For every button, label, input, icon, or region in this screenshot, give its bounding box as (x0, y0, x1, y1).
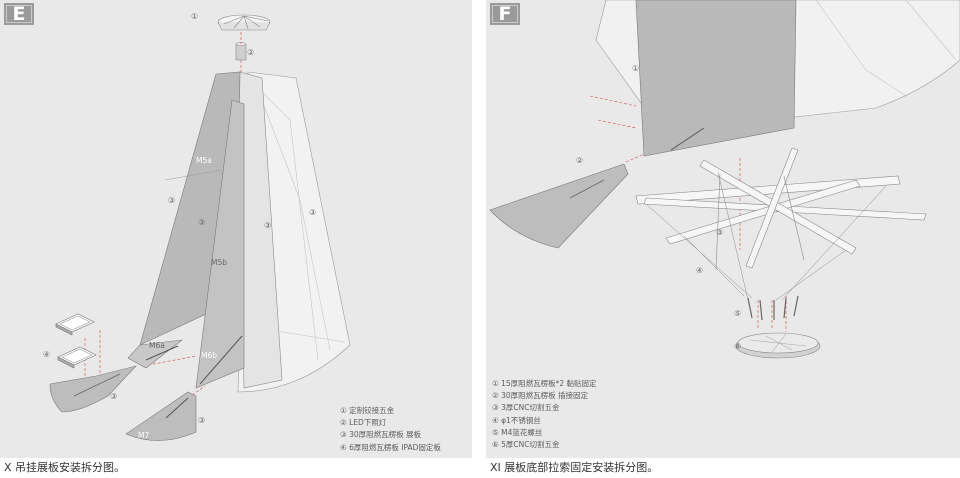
base-cable-diagram (489, 0, 960, 359)
callout-3c: ③ (264, 221, 272, 230)
board-lower-left-fan (49, 365, 137, 413)
callout-4: ④ (43, 350, 51, 359)
board-m6a (127, 339, 184, 369)
callout-2: ② (247, 48, 255, 57)
legend-f-item: ⑥ 5厚CNC切割五金 (492, 439, 560, 449)
panel-e-tag: E (4, 3, 34, 25)
callout-f1: ① (632, 64, 640, 73)
callout-f6: ⑥ (734, 342, 742, 351)
ipad-fixing-plates (55, 313, 97, 369)
label-m6a: M6a (149, 341, 165, 350)
label-m5a: M5a (196, 156, 212, 165)
callout-3f: ③ (198, 416, 206, 425)
label-m5b: M5b (211, 258, 228, 267)
label-m6b: M6b (201, 351, 218, 360)
bottom-cnc-plate (735, 332, 821, 359)
callout-f2: ② (576, 156, 584, 165)
board-15mm (635, 0, 797, 157)
hinge-hardware (217, 14, 271, 31)
legend-e-item: ① 定制铰接五金 (340, 406, 395, 415)
board-m6b (195, 99, 245, 389)
caption-f: XI 展板底部拉索固定安装拆分图。 (490, 461, 659, 474)
legend-e-item: ② LED下照灯 (340, 418, 387, 428)
callout-f4: ④ (696, 266, 704, 275)
legend-f: ① 15厚阻燃瓦楞板*2 黏贴固定 ② 30厚阻燃瓦楞板 插接固定 ③ 3厚CN… (492, 378, 597, 451)
assembly-guides-f (589, 95, 787, 332)
callout-3a: ③ (168, 196, 176, 205)
legend-e: ① 定制铰接五金 ② LED下照灯 ③ 30厚阻燃瓦楞板 展板 ④ 6厚阻燃瓦楞… (340, 405, 441, 454)
cnc-star-frame (635, 147, 927, 271)
caption-e: X 吊挂展板安装拆分图。 (4, 461, 126, 474)
turnbuckles (747, 295, 799, 321)
hanging-exhibition-diagram (49, 14, 351, 441)
legend-f-item: ⑤ M4篮花螺丝 (492, 427, 543, 437)
board-30mm (489, 163, 629, 249)
panel-f: F ① ② ③ ④ ⑤ ⑥ ① 15厚阻燃瓦楞板*2 黏贴固定 ② 30厚阻燃瓦… (486, 0, 960, 458)
legend-e-item: ④ 6厚阻燃瓦楞板 IPAD固定板 (340, 442, 441, 452)
legend-f-item: ① 15厚阻燃瓦楞板*2 黏贴固定 (492, 379, 597, 388)
legend-f-item: ③ 3厚CNC切割五金 (492, 403, 560, 413)
callout-f3: ③ (716, 228, 724, 237)
callout-3b: ③ (198, 218, 206, 227)
board-m7 (125, 391, 197, 441)
callout-3d: ③ (309, 208, 317, 217)
led-downlight (235, 42, 247, 61)
label-m7: M7 (138, 431, 150, 440)
steel-cables (645, 171, 887, 301)
legend-e-item: ③ 30厚阻燃瓦楞板 展板 (340, 430, 422, 440)
legend-f-item: ④ φ1不锈钢丝 (492, 415, 541, 425)
callout-1: ① (191, 12, 199, 21)
legend-f-item: ② 30厚阻燃瓦楞板 插接固定 (492, 391, 589, 401)
panel-f-tag: F (490, 3, 520, 25)
callout-f5: ⑤ (734, 309, 742, 318)
callout-3e: ③ (110, 392, 118, 401)
panel-e: E ① ② ③ ③ ③ ③ ④ ③ ③ M5a M5b M6a M6b M7 ①… (0, 0, 472, 458)
